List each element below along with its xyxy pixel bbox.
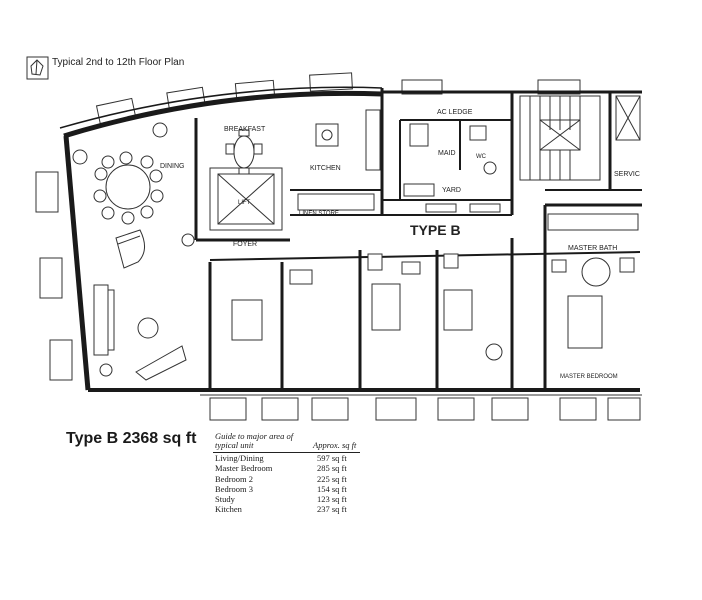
room-label-lift: LIFT — [238, 200, 251, 206]
maid-wc-fixtures — [403, 123, 501, 213]
lounge-chair — [135, 345, 187, 381]
row-area: 597 sq ft — [317, 453, 347, 463]
header-room: Guide to major area of typical unit — [213, 432, 311, 453]
kitchen-fixtures — [297, 109, 381, 211]
unit-type-label: TYPE B — [410, 222, 461, 238]
table-row: Living/Dining 597 sq ft — [213, 453, 360, 464]
room-label-wc: WC — [476, 154, 487, 160]
room-label-linen-store: LINEN STORE — [299, 211, 339, 217]
room-label-yard: YARD — [442, 187, 461, 194]
room-label-master-bath: MASTER BATH — [568, 245, 617, 252]
lift — [209, 167, 283, 231]
row-room: Bedroom 2 — [215, 473, 254, 484]
row-room: Bedroom 3 — [215, 483, 254, 494]
breakfast-table — [225, 129, 263, 175]
row-room: Kitchen — [215, 504, 242, 515]
sofa — [93, 284, 115, 356]
area-table: Guide to major area of typical unit Appr… — [213, 432, 361, 515]
row-room: Study — [215, 494, 235, 505]
table-row: Bedroom 2 225 sq ft — [213, 474, 360, 484]
room-label-breakfast: BREAKFAST — [224, 126, 266, 133]
interior-walls — [194, 92, 642, 390]
room-label-maid: MAID — [438, 150, 456, 157]
dining-table — [93, 151, 164, 225]
left-windows — [35, 171, 73, 381]
table-row: Kitchen 237 sq ft — [213, 504, 360, 514]
room-label-foyer: FOYER — [233, 241, 257, 248]
room-label-service: SERVIC — [614, 171, 640, 178]
row-area: 154 sq ft — [317, 483, 347, 494]
row-area: 225 sq ft — [317, 473, 347, 484]
coffee-table — [137, 317, 159, 339]
bedroom-furniture — [231, 213, 639, 361]
plant-icon — [72, 122, 195, 377]
stairs — [519, 95, 641, 181]
header-area: Approx. sq ft — [311, 432, 361, 453]
room-label-dining: DINING — [160, 163, 185, 170]
table-row: Bedroom 3 154 sq ft — [213, 484, 360, 494]
row-room: Living/Dining — [215, 453, 264, 463]
row-room: Master Bedroom — [215, 463, 273, 474]
floor-plan: Typical 2nd to 12th Floor Plan — [26, 56, 642, 421]
plan-title: Typical 2nd to 12th Floor Plan — [52, 57, 184, 68]
room-label-ac-ledge: AC LEDGE — [437, 109, 473, 116]
room-label-kitchen: KITCHEN — [310, 165, 341, 172]
unit-area-title: Type B 2368 sq ft — [66, 430, 197, 447]
piano — [115, 229, 145, 269]
bottom-windows — [209, 397, 641, 421]
outer-walls — [59, 86, 642, 396]
top-windows — [95, 72, 581, 125]
row-area: 237 sq ft — [317, 504, 347, 515]
room-label-master-bedroom: MASTER BEDROOM — [560, 374, 618, 380]
table-row: Study 123 sq ft — [213, 494, 360, 504]
area-table-header: Guide to major area of typical unit Appr… — [213, 432, 361, 453]
row-area: 123 sq ft — [317, 494, 347, 505]
table-row: Master Bedroom 285 sq ft — [213, 463, 360, 473]
row-area: 285 sq ft — [317, 463, 347, 474]
north-compass-icon — [26, 56, 49, 80]
